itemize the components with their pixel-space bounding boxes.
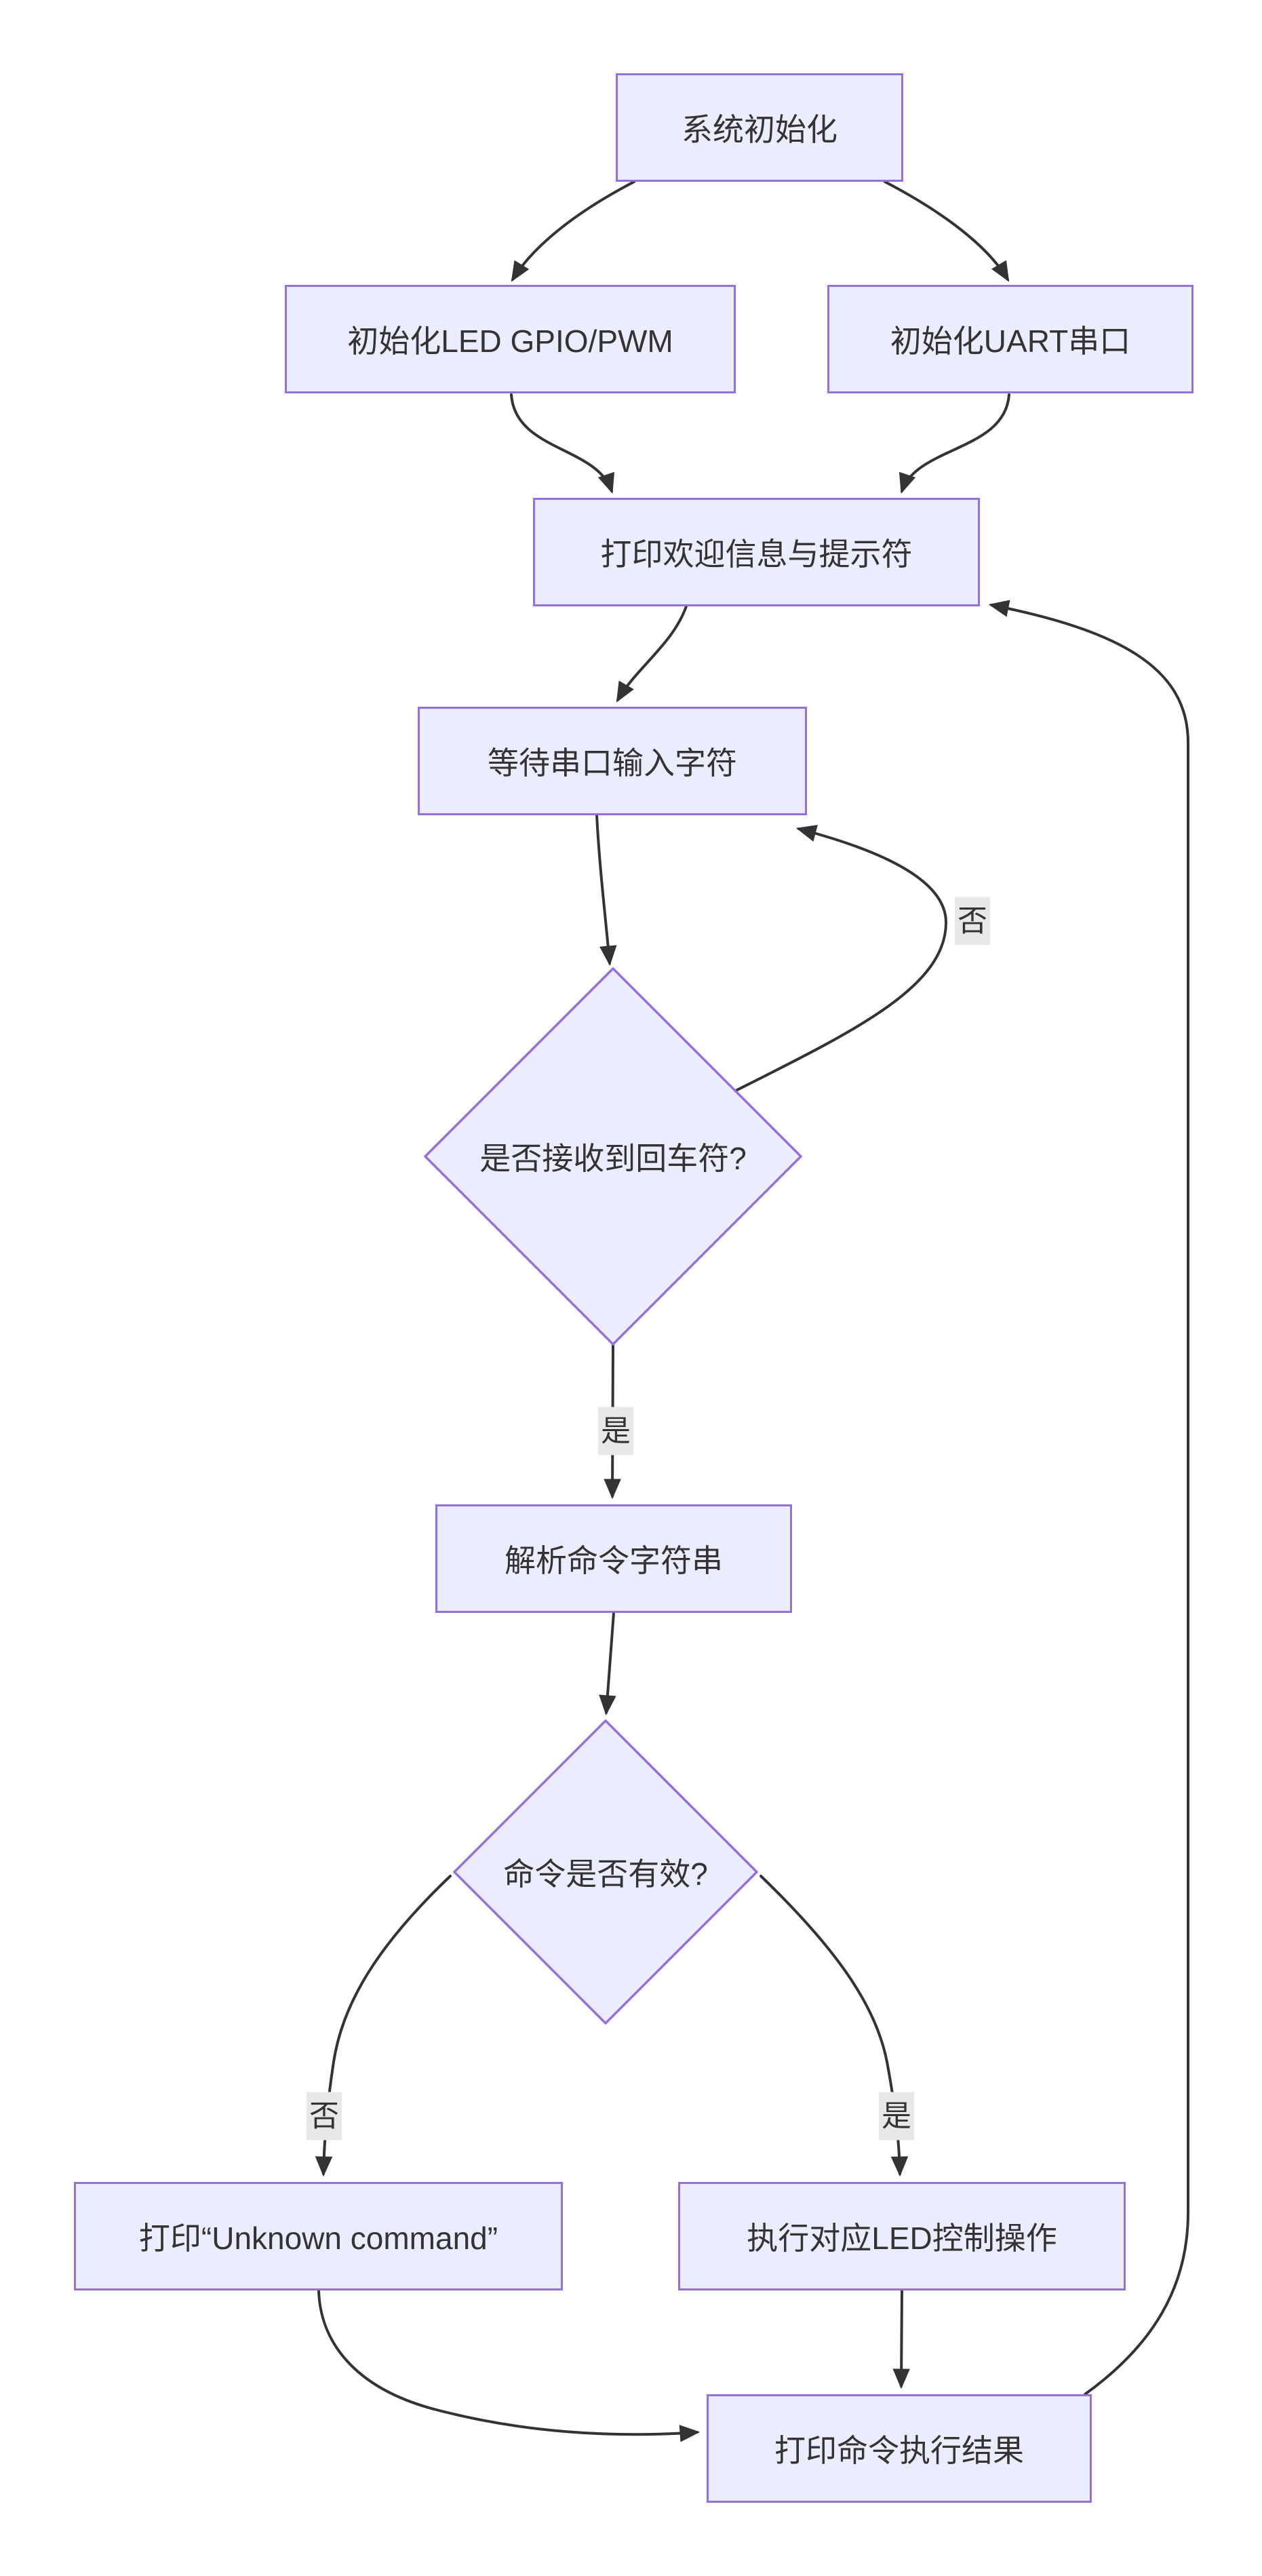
node-wait-uart-input-label: 等待串口输入字符	[488, 745, 737, 781]
node-exec-led-control-label: 执行对应LED控制操作	[747, 2221, 1057, 2256]
node-print-welcome-prompt: 打印欢迎信息与提示符	[533, 498, 980, 606]
node-exec-led-control: 执行对应LED控制操作	[678, 2182, 1126, 2290]
edge-uart-init-to-welcome	[899, 393, 1010, 494]
decision-command-valid-shape	[453, 1719, 758, 2025]
edge-label-yes-valid: 是	[879, 2092, 914, 2141]
edge-exec-led-to-print-result	[892, 2289, 910, 2389]
node-init-led-gpio-pwm-label: 初始化LED GPIO/PWM	[347, 324, 673, 359]
edge-led-init-to-welcome	[510, 393, 614, 494]
node-print-welcome-prompt-label: 打印欢迎信息与提示符	[600, 536, 913, 572]
edge-wait-input-to-cr-check	[595, 814, 617, 967]
decision-command-valid-label: 命令是否有效?	[503, 1856, 708, 1892]
node-wait-uart-input: 等待串口输入字符	[418, 707, 807, 815]
edge-unknown-cmd-to-print-result	[317, 2289, 701, 2442]
node-parse-command-label: 解析命令字符串	[505, 1543, 723, 1578]
edge-label-no-valid: 否	[307, 2092, 342, 2141]
edge-parse-cmd-to-valid-check	[599, 1612, 616, 1716]
node-init-uart: 初始化UART串口	[827, 285, 1194, 393]
node-print-unknown-command: 打印“Unknown command”	[74, 2182, 563, 2290]
node-init-uart-label: 初始化UART串口	[890, 324, 1131, 359]
edge-welcome-to-wait-input	[616, 605, 688, 703]
edge-print-result-loop-to-welcome	[988, 600, 1189, 2396]
edge-label-no-cr-loop: 否	[955, 897, 990, 945]
edge-init-to-led-init	[511, 180, 635, 282]
node-system-init-label: 系统初始化	[682, 112, 837, 147]
edge-label-yes-cr: 是	[598, 1407, 633, 1456]
edge-cr-check-no-loop-to-wait-input	[734, 825, 947, 1092]
decision-cr-received-label: 是否接收到回车符?	[479, 1141, 747, 1176]
node-parse-command: 解析命令字符串	[435, 1504, 792, 1613]
node-print-command-result: 打印命令执行结果	[707, 2394, 1092, 2503]
node-system-init: 系统初始化	[616, 73, 903, 182]
edge-init-to-uart-init	[884, 180, 1010, 282]
decision-cr-received-shape	[424, 967, 802, 1346]
node-print-unknown-command-label: 打印“Unknown command”	[138, 2221, 498, 2256]
node-init-led-gpio-pwm: 初始化LED GPIO/PWM	[285, 285, 736, 393]
node-print-command-result-label: 打印命令执行结果	[774, 2433, 1024, 2468]
edge-valid-check-no-to-unknown-cmd	[315, 1875, 452, 2177]
